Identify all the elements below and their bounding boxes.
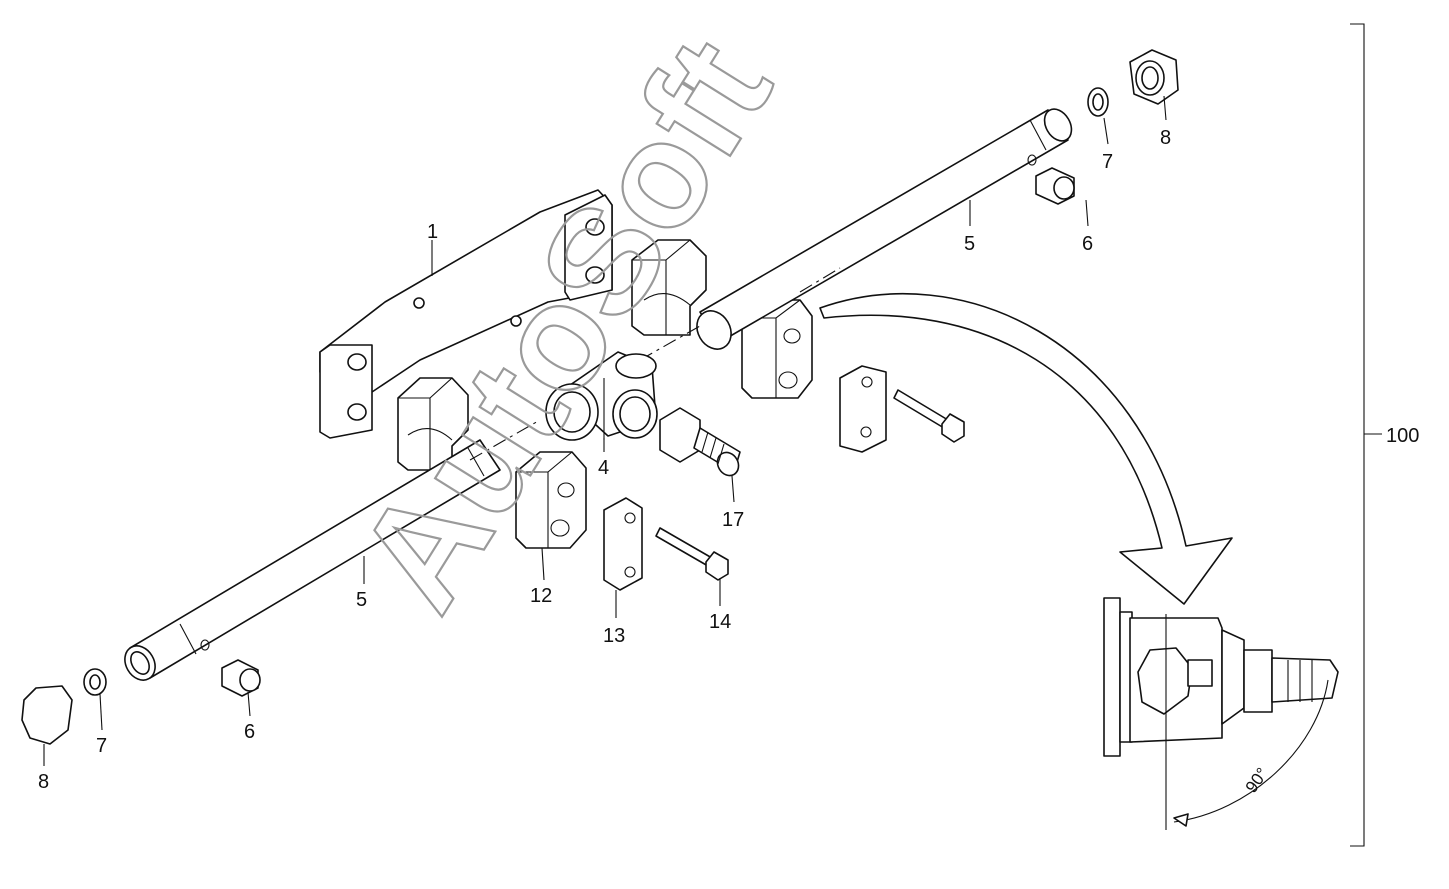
coupling-plug <box>659 407 741 477</box>
tube-upper <box>696 108 1073 350</box>
cap-nut-lower <box>21 685 73 745</box>
tee-fitting <box>545 351 658 441</box>
angle-label: 90° <box>1242 764 1272 796</box>
bracket-right <box>839 365 887 453</box>
detail-arrow <box>819 293 1233 605</box>
pressure-plug-lower <box>221 659 261 697</box>
bolt-lower <box>655 527 729 581</box>
bolt-upper <box>893 389 965 443</box>
callout-1: 1 <box>427 221 438 243</box>
mounting-plate <box>319 189 613 439</box>
callout-labels: 1 5 6 7 8 4 17 5 12 13 14 6 7 8 100 <box>38 127 1419 793</box>
assembly-bracket <box>1350 23 1382 847</box>
callout-17: 17 <box>722 509 744 531</box>
washer-upper <box>1087 87 1109 117</box>
callout-12: 12 <box>530 585 552 607</box>
callout-6-upper: 6 <box>1082 233 1093 255</box>
bracket-left <box>603 497 643 591</box>
leader-lines <box>43 95 1167 766</box>
callout-7-lower: 7 <box>96 735 107 757</box>
callout-4: 4 <box>598 457 609 479</box>
callout-5-lower: 5 <box>356 589 367 611</box>
callout-13: 13 <box>603 625 625 647</box>
nut-upper <box>1129 49 1179 105</box>
callout-8-upper: 8 <box>1160 127 1171 149</box>
callout-5-upper: 5 <box>964 233 975 255</box>
pressure-plug-upper <box>1035 167 1075 205</box>
callout-8-lower: 8 <box>38 771 49 793</box>
washer-lower <box>83 668 107 696</box>
detail-view: 90° <box>1103 597 1339 830</box>
tube-lower <box>124 439 501 681</box>
callout-14: 14 <box>709 611 731 633</box>
callout-7-upper: 7 <box>1102 151 1113 173</box>
callout-6-lower: 6 <box>244 721 255 743</box>
assembly-centreline <box>469 267 841 461</box>
callout-100: 100 <box>1386 425 1419 447</box>
clamp-half-lower-left <box>515 451 587 549</box>
clamp-half-upper-right <box>631 239 707 336</box>
clamp-half-upper-left <box>397 377 469 471</box>
